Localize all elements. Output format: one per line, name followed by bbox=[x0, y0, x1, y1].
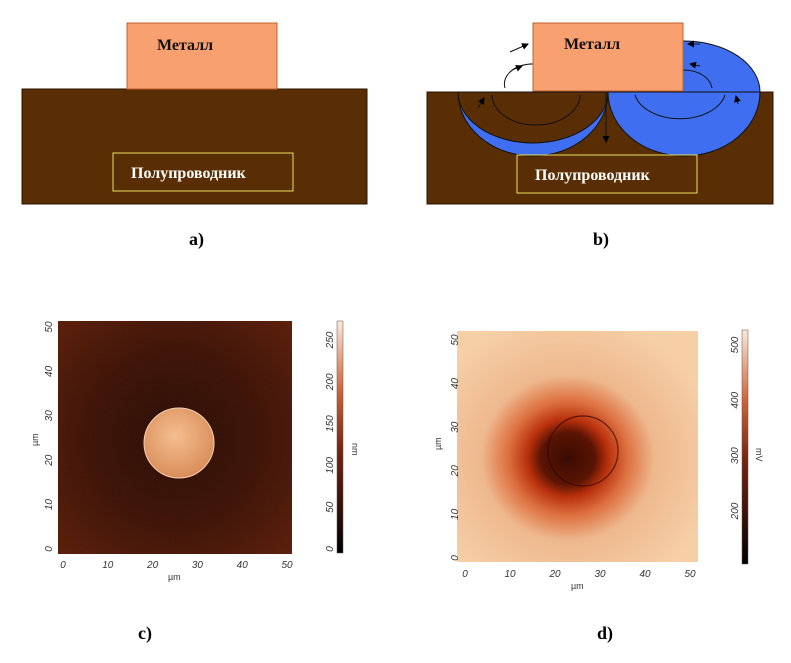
metal-label: Металл bbox=[564, 36, 620, 53]
y-tick-label: 20 bbox=[450, 465, 461, 478]
semiconductor-label-box bbox=[516, 154, 698, 194]
colorbar-unit: nm bbox=[350, 443, 360, 456]
y-tick-label: 50 bbox=[44, 321, 55, 333]
metal-contact bbox=[532, 22, 684, 92]
y-tick-label: 30 bbox=[44, 410, 55, 422]
field-line bbox=[477, 97, 485, 109]
field-line bbox=[509, 43, 529, 53]
field-line bbox=[734, 95, 741, 105]
field-line bbox=[511, 64, 523, 72]
x-tick-label: 40 bbox=[639, 569, 651, 580]
panel-a-diagram: Металл Полупроводник bbox=[21, 22, 368, 205]
metal-dot bbox=[143, 407, 215, 479]
panel-c-map: 0 10 20 30 40 50 0 10 20 30 40 50 µm µm 0 50 100 150 2… bbox=[30, 320, 360, 582]
y-tick-label: 0 bbox=[44, 546, 55, 552]
colorbar bbox=[336, 320, 344, 554]
y-tick-label: 20 bbox=[44, 454, 55, 467]
colorbar-unit: mV bbox=[754, 448, 764, 462]
metal-label: Металл bbox=[157, 37, 213, 54]
y-axis-ticks: 0 10 20 30 40 50 bbox=[450, 334, 461, 561]
colorbar-tick-label: 500 bbox=[730, 336, 741, 353]
y-tick-label: 10 bbox=[44, 499, 55, 511]
x-tick-label: 20 bbox=[548, 569, 561, 580]
x-axis-ticks: 0 10 20 30 40 50 bbox=[462, 569, 696, 580]
colorbar-tick-label: 250 bbox=[325, 331, 336, 349]
y-tick-label: 40 bbox=[450, 378, 461, 390]
x-axis-unit: µm bbox=[571, 581, 584, 591]
y-tick-label: 30 bbox=[450, 421, 461, 433]
semiconductor-block bbox=[21, 88, 368, 205]
panel-b-diagram: Металл Полупроводник bbox=[426, 22, 774, 205]
colorbar-ticks: 0 50 100 150 200 250 bbox=[325, 331, 336, 552]
field-line bbox=[491, 94, 581, 126]
y-tick-label: 10 bbox=[450, 508, 461, 520]
colorbar-ticks: 200 300 400 500 bbox=[730, 336, 741, 520]
x-tick-label: 10 bbox=[504, 569, 516, 580]
y-tick-label: 40 bbox=[44, 365, 55, 377]
x-tick-label: 50 bbox=[684, 569, 696, 580]
x-tick-label: 30 bbox=[192, 560, 204, 571]
colorbar-tick-label: 300 bbox=[730, 447, 741, 464]
contact-outline bbox=[547, 415, 619, 487]
x-axis-unit: µm bbox=[168, 572, 181, 582]
colorbar-tick-label: 200 bbox=[730, 502, 741, 520]
y-axis-unit: µm bbox=[30, 433, 40, 446]
y-axis-unit: µm bbox=[433, 437, 443, 450]
potential-image bbox=[457, 331, 698, 562]
colorbar-tick-label: 0 bbox=[325, 546, 336, 552]
colorbar-tick-label: 50 bbox=[325, 501, 336, 513]
semiconductor-label-box bbox=[112, 152, 294, 192]
x-tick-label: 50 bbox=[281, 560, 293, 571]
x-tick-label: 0 bbox=[60, 560, 66, 571]
caption-d: d) bbox=[597, 623, 614, 643]
x-axis-ticks: 0 10 20 30 40 50 bbox=[60, 560, 293, 571]
y-tick-label: 0 bbox=[450, 555, 461, 561]
colorbar-tick-label: 200 bbox=[325, 373, 336, 391]
field-line bbox=[689, 61, 701, 69]
panel-d-map: 0 10 20 30 40 50 0 10 20 30 40 50 µm µm 200 300 400 5… bbox=[433, 329, 764, 591]
x-tick-label: 0 bbox=[462, 569, 468, 580]
y-axis-ticks: 0 10 20 30 40 50 bbox=[44, 321, 55, 552]
x-tick-label: 20 bbox=[146, 560, 159, 571]
colorbar-tick-label: 400 bbox=[730, 392, 741, 409]
semiconductor-label: Полупроводник bbox=[131, 165, 247, 182]
colorbar-tick-label: 150 bbox=[325, 415, 336, 432]
x-tick-label: 10 bbox=[102, 560, 114, 571]
caption-a: a) bbox=[189, 229, 204, 249]
x-tick-label: 30 bbox=[594, 569, 606, 580]
metal-contact bbox=[126, 22, 278, 90]
colorbar bbox=[741, 329, 749, 565]
y-tick-label: 50 bbox=[450, 334, 461, 346]
semiconductor-label: Полупроводник bbox=[535, 167, 651, 184]
colorbar-tick-label: 100 bbox=[325, 457, 336, 474]
field-line bbox=[634, 94, 726, 120]
caption-c: c) bbox=[138, 623, 152, 643]
x-tick-label: 40 bbox=[237, 560, 249, 571]
caption-b: b) bbox=[593, 229, 610, 249]
